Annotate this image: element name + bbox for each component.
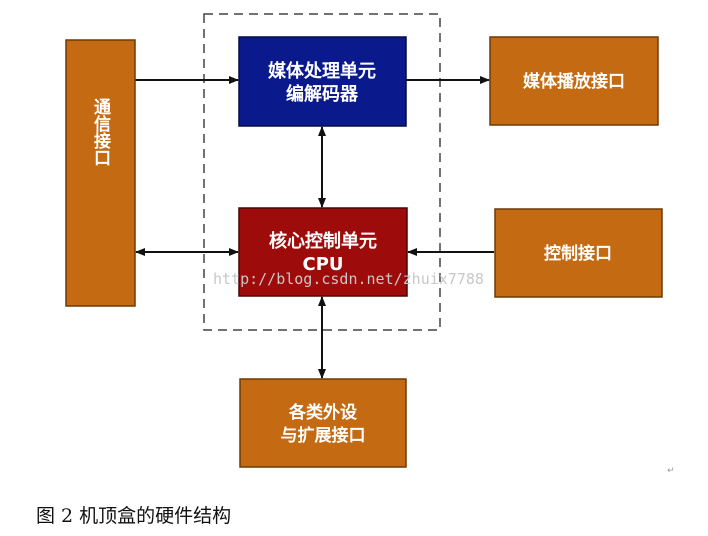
core-label-1: 核心控制单元 (269, 230, 377, 252)
media-proc-label-2: 编解码器 (286, 83, 359, 105)
control-label: 控制接口 (544, 243, 612, 264)
box-peripherals: 各类外设 与扩展接口 (239, 378, 407, 468)
media-play-label: 媒体播放接口 (523, 71, 625, 92)
box-comm-interface: 通信接口 (65, 39, 136, 307)
watermark-text: http://blog.csdn.net/zhuix7788 (213, 270, 484, 288)
paragraph-mark: ↵ (667, 466, 675, 476)
dashed-enclosure (203, 13, 441, 331)
box-media-processing: 媒体处理单元 编解码器 (238, 36, 407, 127)
box-control-interface: 控制接口 (494, 208, 663, 298)
periph-label-1: 各类外设 (288, 402, 357, 423)
figure-caption: 图 2 机顶盒的硬件结构 (36, 505, 231, 527)
media-proc-label-1: 媒体处理单元 (268, 60, 376, 82)
box-core-control: 核心控制单元 CPU (238, 207, 408, 297)
box-media-playback: 媒体播放接口 (489, 36, 659, 126)
periph-label-2: 与扩展接口 (281, 425, 366, 446)
comm-label: 通信接口 (90, 98, 111, 166)
core-label-2: CPU (302, 254, 343, 275)
